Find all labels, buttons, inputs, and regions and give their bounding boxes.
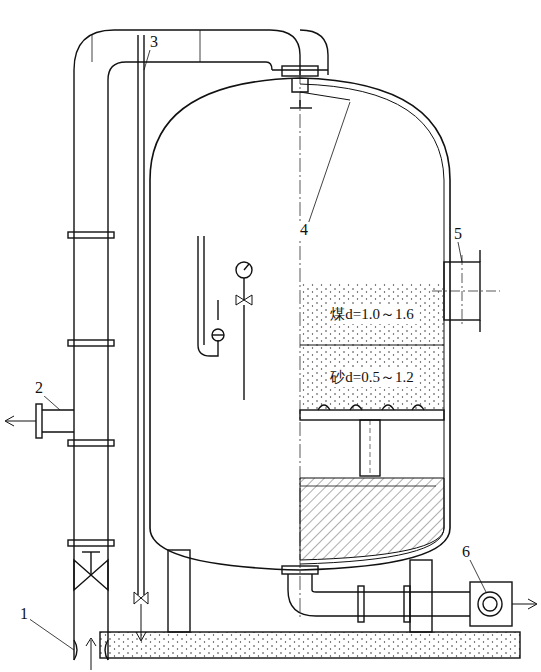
callout-number: 3 [148, 34, 160, 50]
callout-number: 2 [33, 380, 45, 396]
callout-number: 5 [452, 226, 464, 242]
callout-number: 4 [298, 222, 310, 238]
filter-layer: 煤d=1.0～1.6 [300, 283, 444, 345]
layer-label: 煤d=1.0～1.6 [327, 305, 416, 324]
filter-layer: 砂d=0.5～1.2 [300, 345, 444, 410]
callout-number: 1 [18, 606, 30, 622]
layer-label: 砂d=0.5～1.2 [327, 368, 416, 387]
callout-number: 6 [460, 544, 472, 560]
